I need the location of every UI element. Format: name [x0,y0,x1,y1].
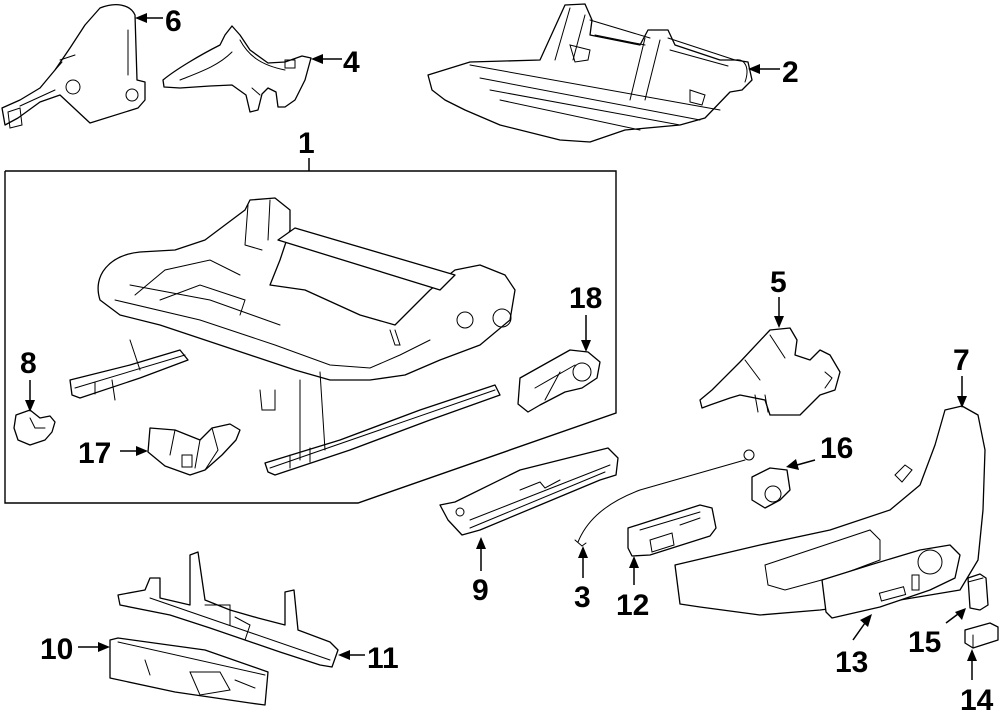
part-10-control-module[interactable] [109,637,269,706]
callout-label-3: 3 [574,581,591,614]
callout-4: 4 [311,46,360,79]
part-3-cable[interactable] [574,449,755,547]
part-8-end-cap[interactable] [13,409,56,446]
part-5-side-bracket[interactable] [699,327,841,416]
callout-17: 17 [78,437,148,470]
part-6-recliner-cover[interactable] [1,4,146,129]
part-17-adjuster-motor[interactable] [147,423,241,476]
callout-2: 2 [748,56,799,89]
callout-label-18: 18 [569,282,602,315]
part-2-cushion-pan[interactable] [427,3,753,143]
callout-13: 13 [835,614,872,679]
part-13-switch-bezel[interactable] [821,544,961,619]
callout-label-10: 10 [40,633,73,666]
callout-label-9: 9 [472,574,489,607]
callout-14: 14 [960,649,994,711]
part-4-inner-trim[interactable] [162,25,312,113]
part-1-assembly-box: 1 [4,127,617,504]
callout-6: 6 [135,5,182,38]
callout-15: 15 [908,608,966,659]
part-12-seat-switch[interactable] [627,504,717,557]
callout-3: 3 [574,546,591,614]
callout-label-14: 14 [960,684,994,711]
callout-9: 9 [472,537,489,607]
part-16-lumbar-switch[interactable] [751,467,791,509]
callout-label-2: 2 [782,56,799,89]
callout-18: 18 [569,282,602,352]
callout-label-6: 6 [165,5,182,38]
callout-16: 16 [786,432,853,470]
callout-8: 8 [20,347,37,412]
callout-label-4: 4 [343,46,360,79]
part-11-module-bracket[interactable] [117,551,339,668]
callout-5: 5 [770,266,787,328]
callout-12: 12 [616,556,649,622]
callout-label-11: 11 [367,642,399,675]
part-15-vertical-knob[interactable] [967,573,989,611]
part-14-knob[interactable] [964,622,999,649]
callout-label-8: 8 [20,347,37,380]
callout-label-17: 17 [78,437,111,470]
callout-label-12: 12 [616,589,649,622]
part-18-tilt-motor[interactable] [517,349,601,413]
callout-label-7: 7 [953,344,970,377]
callout-label-1: 1 [298,127,315,160]
callout-11: 11 [338,642,399,675]
callout-10: 10 [40,633,110,666]
part-9-track-cover[interactable] [439,447,619,536]
callout-label-15: 15 [908,626,941,659]
callout-7: 7 [953,344,970,408]
callout-label-5: 5 [770,266,787,299]
callout-label-13: 13 [835,646,868,679]
part-1-seat-frame[interactable] [69,197,516,476]
callout-label-16: 16 [820,432,853,465]
